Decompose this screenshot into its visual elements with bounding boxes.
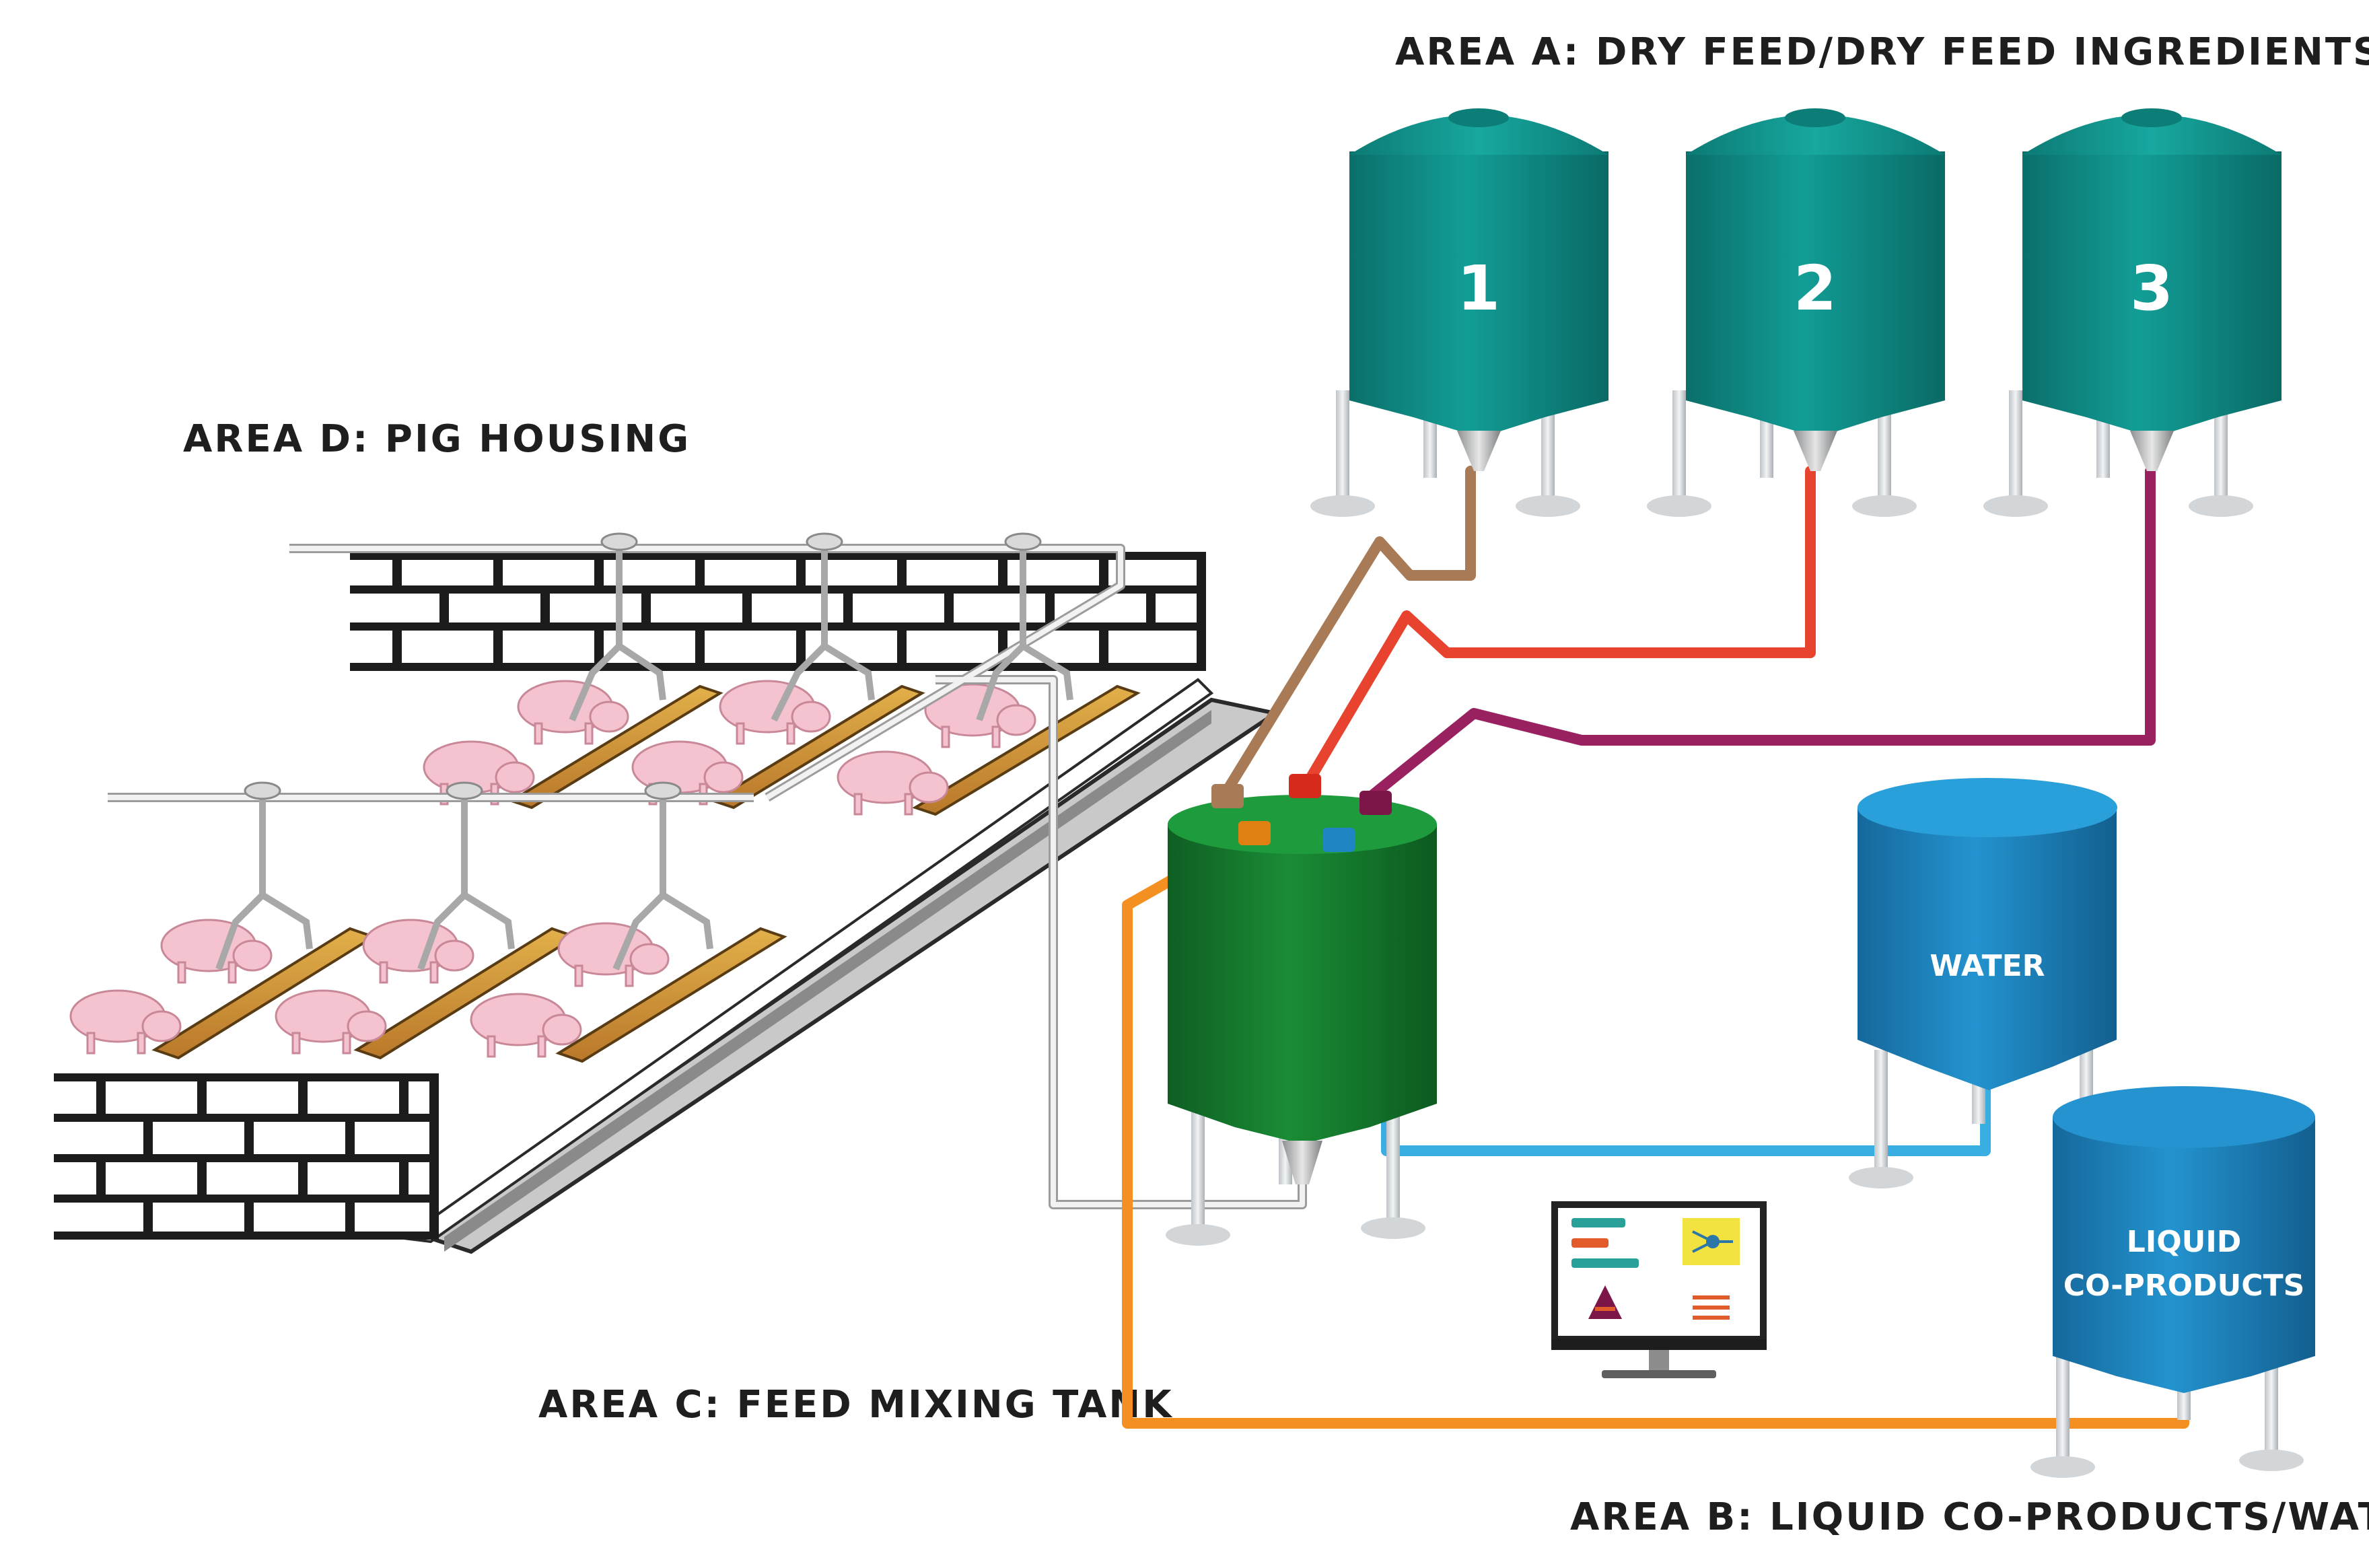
area-d-label: AREA D: PIG HOUSING: [183, 417, 691, 461]
silo-2-number: 2: [1794, 252, 1837, 324]
silo-2-pipe: [1304, 466, 1816, 786]
drop-caps: [244, 532, 1042, 800]
liquid-tank-label-line1: LIQUID: [2127, 1225, 2241, 1259]
drop-tubes: [215, 548, 1073, 970]
dashboard-bars-icon: [1571, 1218, 1639, 1268]
pig: [470, 993, 582, 1058]
silo-2: 2: [1647, 108, 1945, 517]
front-brick-wall: [54, 1073, 439, 1240]
area-c-label: AREA C: FEED MIXING TANK: [538, 1383, 1174, 1427]
pyramid-chart-icon: [1588, 1285, 1622, 1319]
pig: [517, 680, 629, 745]
silo-1: 1: [1310, 108, 1608, 517]
area-b-label: AREA B: LIQUID CO-PRODUCTS/WATER: [1570, 1495, 2369, 1539]
feed-lines-inner: [108, 546, 1305, 1207]
pig: [837, 750, 949, 816]
liquid-co-products-tank: LIQUID CO-PRODUCTS: [2030, 1086, 2315, 1478]
feed-mixing-tank: [1166, 774, 1437, 1246]
dry-feed-silos: 1 2 3: [1310, 108, 2282, 517]
pig: [423, 740, 535, 806]
pig: [362, 919, 474, 984]
text-lines-icon: [1693, 1295, 1730, 1320]
pig: [557, 922, 670, 987]
mixing-inlet-dry-2: [1289, 774, 1321, 798]
control-computer: [1551, 1201, 1767, 1378]
water-tank-label: WATER: [1930, 949, 2045, 983]
pigs: [69, 680, 1036, 1058]
pig: [69, 989, 182, 1055]
housing-floor-edge: [444, 710, 1211, 1252]
mixing-inlet-dry-3: [1359, 791, 1392, 815]
mixing-inlet-water: [1322, 828, 1355, 852]
back-brick-wall: [350, 552, 1206, 671]
silo-3-number: 3: [2130, 252, 2173, 324]
pig: [160, 919, 273, 984]
liquid-tank-label-line2: CO-PRODUCTS: [2063, 1269, 2305, 1303]
silo-3: 3: [1983, 108, 2282, 517]
area-a-label: AREA A: DRY FEED/DRY FEED INGREDIENTS: [1395, 30, 2369, 74]
pig: [275, 989, 387, 1055]
network-diagram-icon: [1683, 1218, 1740, 1265]
silo-3-pipe: [1364, 466, 2156, 803]
silo-1-number: 1: [1457, 252, 1500, 324]
pig-housing: [54, 532, 1307, 1254]
pig: [924, 683, 1036, 748]
mixing-inlet-dry-1: [1211, 784, 1244, 808]
mixing-inlet-liquid: [1238, 821, 1271, 845]
feed-troughs: [151, 684, 1141, 1063]
housing-floor-top: [400, 678, 1214, 1244]
silo-1-pipe: [1219, 466, 1476, 799]
